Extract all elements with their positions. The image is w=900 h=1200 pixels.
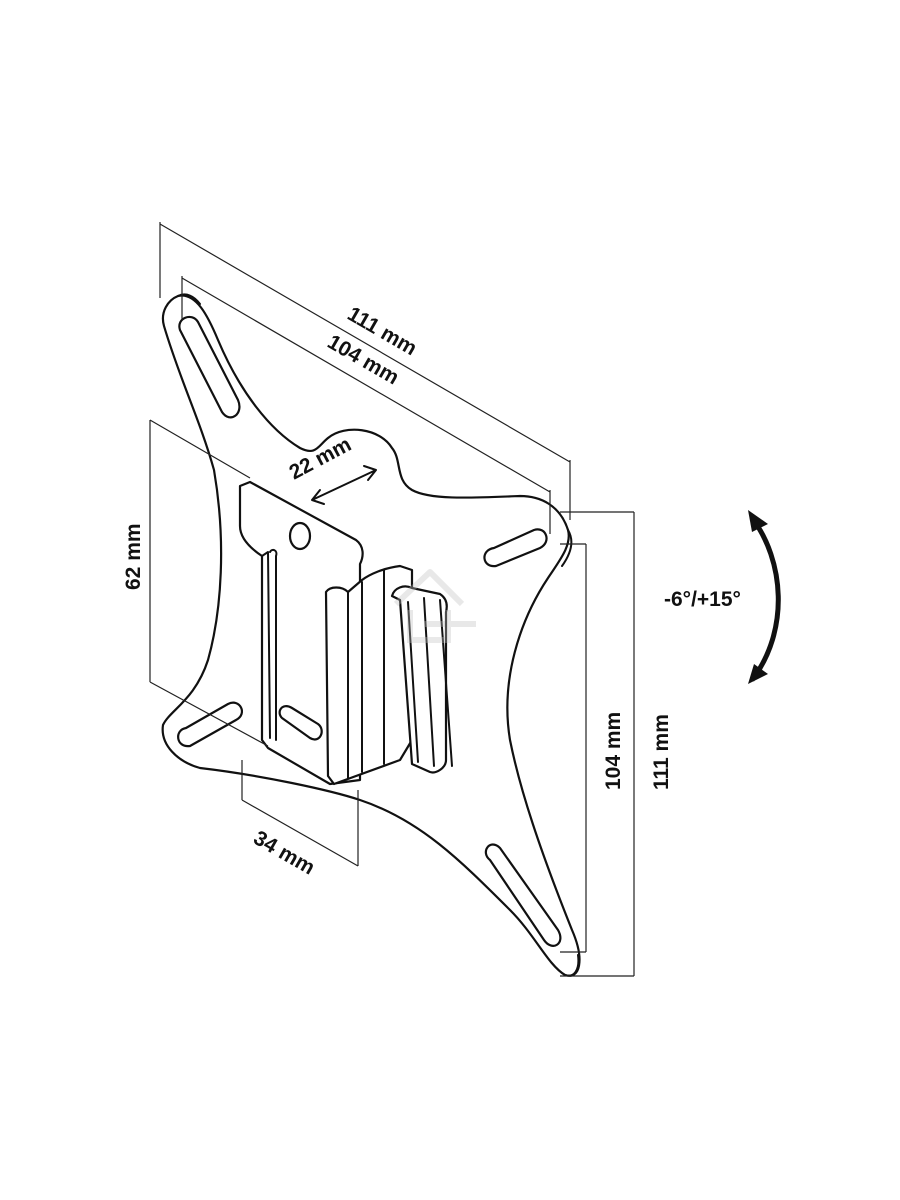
- label-bracket-height: 62 mm: [122, 523, 145, 590]
- dim-line-depth: [311, 465, 377, 505]
- watermark-logo: [393, 569, 476, 643]
- dim-line-inner-height: [560, 543, 587, 953]
- slot-bottom-right: [484, 843, 562, 947]
- bracket-channel-inner: [347, 569, 385, 779]
- dim-line-bracket-height: [149, 419, 269, 747]
- dim-line-inner-width: [181, 276, 551, 534]
- dimension-lines: [149, 222, 635, 977]
- tilt-arrowhead-top: [748, 510, 768, 532]
- slot-bottom-left: [177, 701, 243, 748]
- label-outer-height: 111 mm: [650, 714, 673, 790]
- label-bracket-width: 34 mm: [250, 826, 319, 879]
- slot-right: [483, 528, 548, 568]
- bracket-slot: [278, 705, 323, 741]
- tilt-arrowhead-bottom: [748, 664, 768, 684]
- bracket-fold-left: [261, 548, 278, 741]
- wall-bracket: [238, 480, 453, 786]
- slot-top-left: [178, 315, 241, 419]
- dim-line-outer-width: [159, 222, 571, 520]
- mounting-slots: [177, 315, 562, 947]
- bracket-rail-inner: [407, 597, 453, 767]
- bracket-rail: [390, 585, 448, 774]
- bracket-hole: [288, 521, 312, 551]
- dim-line-outer-height: [560, 511, 635, 977]
- label-tilt-range: -6°/+15°: [664, 588, 741, 611]
- label-inner-height: 104 mm: [602, 712, 625, 790]
- tilt-arc: [750, 516, 781, 682]
- tilt-arrow: [748, 510, 781, 684]
- dim-line-bracket-width: [241, 760, 359, 867]
